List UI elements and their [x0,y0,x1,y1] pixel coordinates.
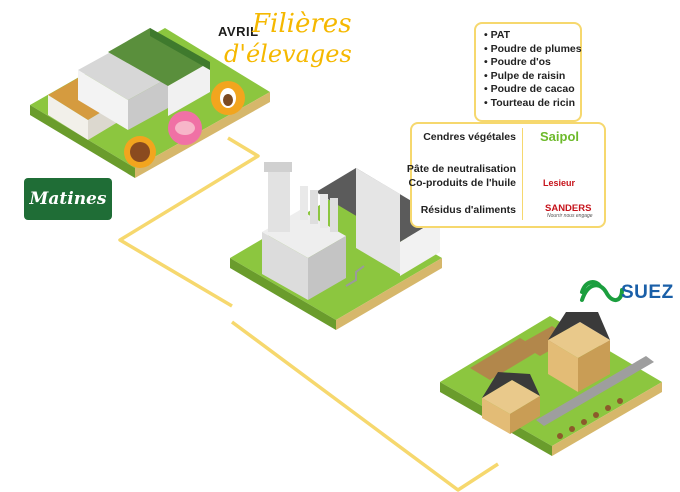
factory-illustration [230,162,442,330]
suez-logo-text: SUEZ [621,282,674,303]
matines-logo: Matines [24,178,112,220]
elevages-title: d'élevages [224,40,352,68]
product-item: • Poudre de plumes [484,42,582,55]
avril-logo-text: AVRIL [218,24,259,39]
houses-illustration [440,312,662,456]
product-item: • Tourteau de ricin [484,96,575,109]
lesieur-logo: Lesieur [543,178,576,188]
supplier-label-pate: Pâte de neutralisation [406,163,516,175]
product-item: • Poudre de cacao [484,83,575,95]
supplier-label-residus: Résidus d'aliments [420,204,516,216]
sanders-logo: SANDERS [545,203,592,214]
supplier-label-cendres: Cendres végétales [423,131,516,143]
filieres-title: Filières [252,9,352,39]
saipol-logo: Saipol [540,129,580,144]
supplier-box [410,122,606,228]
product-item: • Pulpe de raisin [484,69,566,82]
connector-farm-to-factory [118,136,260,308]
connector-factory-to-homes [230,320,499,492]
product-item: • Poudre d'os [484,56,551,68]
farm-illustration [30,28,270,178]
sanders-tagline: Nourrir nous engage [547,213,593,219]
product-list-box: • PAT • Poudre de plumes • Poudre d'os •… [474,22,582,122]
suez-logo-mark [580,280,624,302]
supplier-divider [522,128,523,220]
product-item: • PAT [484,29,511,41]
supplier-label-coproduits: Co-produits de l'huile [408,177,517,189]
